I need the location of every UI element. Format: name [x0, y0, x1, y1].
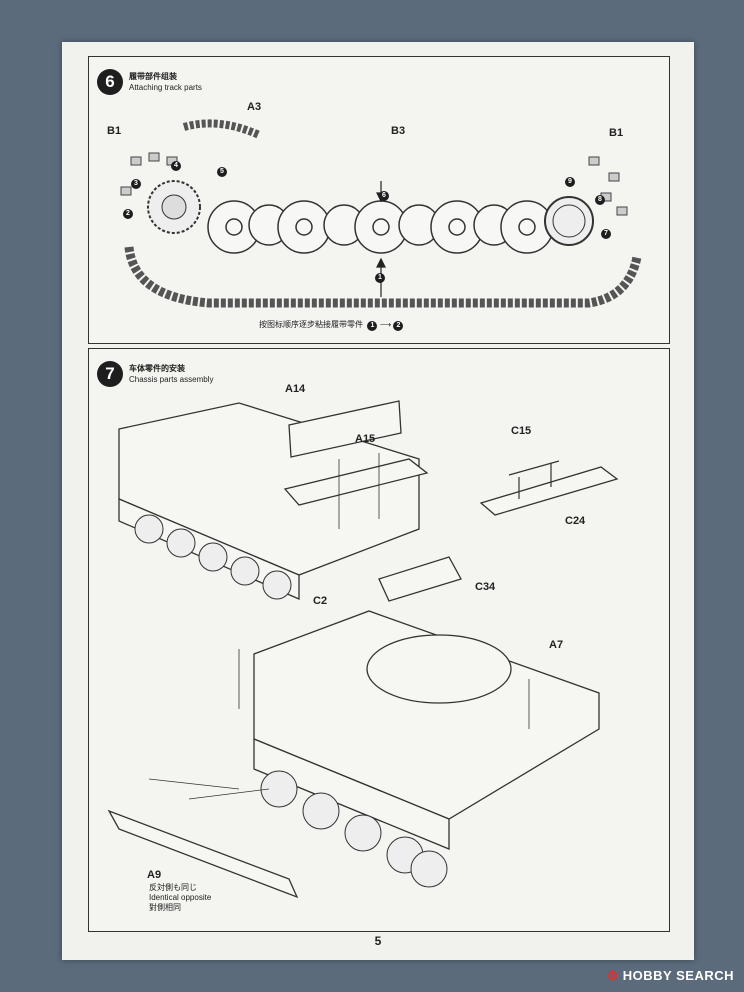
label-a15: A15 [355, 433, 376, 445]
label-c34: C34 [475, 581, 496, 593]
label-b1-left: B1 [107, 125, 122, 137]
label-c15: C15 [511, 425, 532, 437]
label-a14: A14 [285, 383, 306, 395]
watermark: ⚙ HOBBY SEARCH [607, 968, 735, 984]
note-jp: 反対側も同じ [149, 883, 197, 892]
instruction-sheet: 6 履带部件组装 Attaching track parts [62, 42, 694, 960]
order-to: 2 [393, 321, 404, 331]
step-title-cn: 履带部件组装 [129, 72, 177, 81]
step-7-panel: 7 车体零件的安装 Chassis parts assembly [88, 348, 670, 932]
step-title-en: Chassis parts assembly [129, 375, 214, 384]
callout-2: 2 [123, 209, 133, 219]
callout-3: 3 [131, 179, 141, 189]
order-arrow: ⟶ [379, 320, 392, 329]
label-a7: A7 [549, 639, 564, 651]
step-number: 6 [97, 69, 123, 95]
order-from: 1 [367, 321, 378, 331]
label-c24: C24 [565, 515, 586, 527]
callout-6: 6 [379, 191, 389, 201]
note-en: Identical opposite [149, 893, 212, 902]
track-assembly-drawing [120, 119, 642, 308]
note-cn: 對側相同 [149, 903, 181, 912]
label-b3: B3 [391, 125, 406, 137]
opposite-side-note: 反対側も同じ Identical opposite 對側相同 [149, 883, 211, 913]
order-note: 按图标顺序逐步粘接履带零件 1 ⟶ 2 [259, 319, 404, 331]
step-6-panel: 6 履带部件组装 Attaching track parts [88, 56, 670, 344]
chassis-assembly-drawing [107, 400, 619, 899]
hobbysearch-logo-icon: ⚙ [606, 968, 619, 983]
label-c2: C2 [313, 595, 328, 607]
label-a9: A9 [147, 869, 162, 881]
callout-4: 4 [171, 161, 181, 171]
callout-1: 1 [375, 273, 385, 283]
callout-9: 9 [565, 177, 575, 187]
step-number: 7 [97, 361, 123, 387]
callout-7: 7 [601, 229, 611, 239]
step-title-en: Attaching track parts [129, 83, 202, 92]
callout-5: 5 [217, 167, 227, 177]
callout-8: 8 [595, 195, 605, 205]
order-note-text: 按图标顺序逐步粘接履带零件 [259, 320, 363, 329]
step-title-cn: 车体零件的安装 [129, 364, 185, 373]
watermark-text: HOBBY SEARCH [622, 968, 734, 983]
page-number: 5 [374, 934, 382, 948]
label-b1-right: B1 [609, 127, 624, 139]
label-a3: A3 [247, 101, 262, 113]
